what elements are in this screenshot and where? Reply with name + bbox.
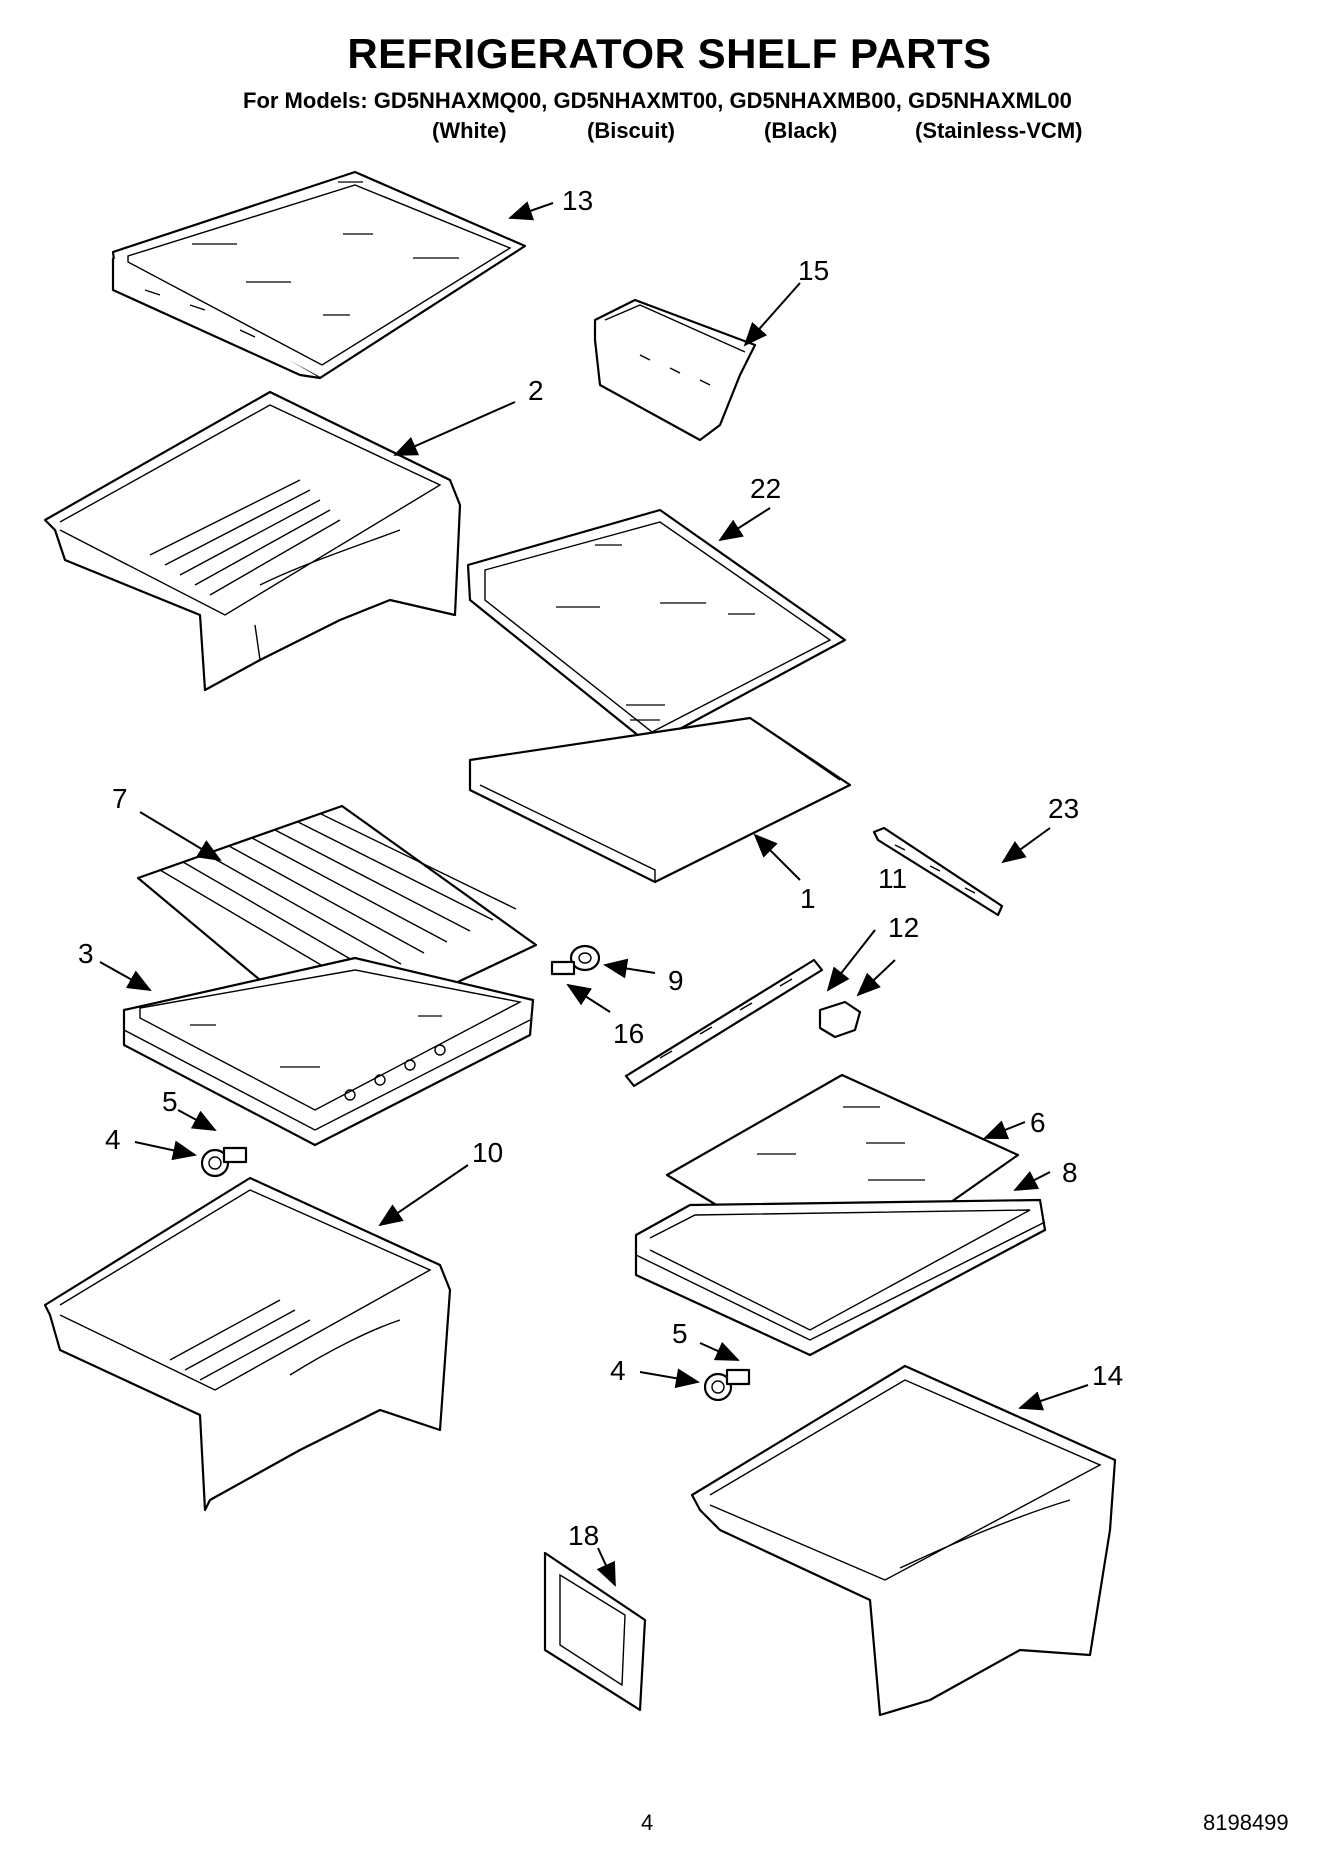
callout-3: 3 xyxy=(78,938,94,969)
page-title: REFRIGERATOR SHELF PARTS xyxy=(347,30,992,77)
callout-12: 12 xyxy=(888,912,919,943)
callout-1: 1 xyxy=(800,883,816,914)
callout-11: 11 xyxy=(878,863,907,894)
callout-2: 2 xyxy=(528,375,544,406)
part-14-drawer xyxy=(690,1364,1117,1717)
models-line: For Models: GD5NHAXMQ00, GD5NHAXMT00, GD… xyxy=(243,88,1072,113)
part-12-clip xyxy=(818,1000,862,1039)
callout-5-left: 5 xyxy=(162,1086,178,1117)
part-1-shelf-frame xyxy=(468,716,852,884)
callout-9: 9 xyxy=(668,965,684,996)
part-4-knob-right xyxy=(703,1368,751,1402)
part-13-shelf xyxy=(111,170,527,380)
document-number: 8198499 xyxy=(1203,1810,1289,1835)
callout-8: 8 xyxy=(1062,1157,1078,1188)
part-9-roller xyxy=(550,944,601,976)
model-colors: (White) (Biscuit) (Black) (Stainless-VCM… xyxy=(0,118,1339,148)
callout-16: 16 xyxy=(613,1018,644,1049)
callout-4-right: 4 xyxy=(610,1355,626,1386)
callout-18: 18 xyxy=(568,1520,599,1551)
color-stainless: (Stainless-VCM) xyxy=(915,118,1083,143)
callout-22: 22 xyxy=(750,473,781,504)
callout-10: 10 xyxy=(472,1137,503,1168)
part-3-crisper-frame xyxy=(122,956,535,1147)
part-23-bracket xyxy=(872,826,1004,917)
color-black: (Black) xyxy=(764,118,838,143)
color-white: (White) xyxy=(432,118,507,143)
callout-13: 13 xyxy=(562,185,593,216)
callout-5-right: 5 xyxy=(672,1318,688,1349)
part-2-crisper xyxy=(43,390,462,692)
part-4-knob-left xyxy=(200,1146,248,1178)
page-number: 4 xyxy=(641,1810,654,1835)
callout-labels: 13 15 2 22 7 23 1 11 12 3 9 16 5 4 10 6 … xyxy=(78,185,1123,1551)
part-11-rail xyxy=(624,958,824,1088)
callout-7: 7 xyxy=(112,783,128,814)
part-15-bin xyxy=(593,298,757,442)
part-10-drawer xyxy=(43,1176,452,1512)
part-8-frame xyxy=(634,1198,1047,1357)
part-22-glass-shelf xyxy=(466,508,847,747)
callout-23: 23 xyxy=(1048,793,1079,824)
callout-6: 6 xyxy=(1030,1107,1046,1138)
color-biscuit: (Biscuit) xyxy=(587,118,675,143)
part-18-label xyxy=(543,1551,647,1712)
callout-4-left: 4 xyxy=(105,1124,121,1155)
leader-lines xyxy=(99,201,1089,1587)
callout-14: 14 xyxy=(1092,1360,1123,1391)
callout-15: 15 xyxy=(798,255,829,286)
